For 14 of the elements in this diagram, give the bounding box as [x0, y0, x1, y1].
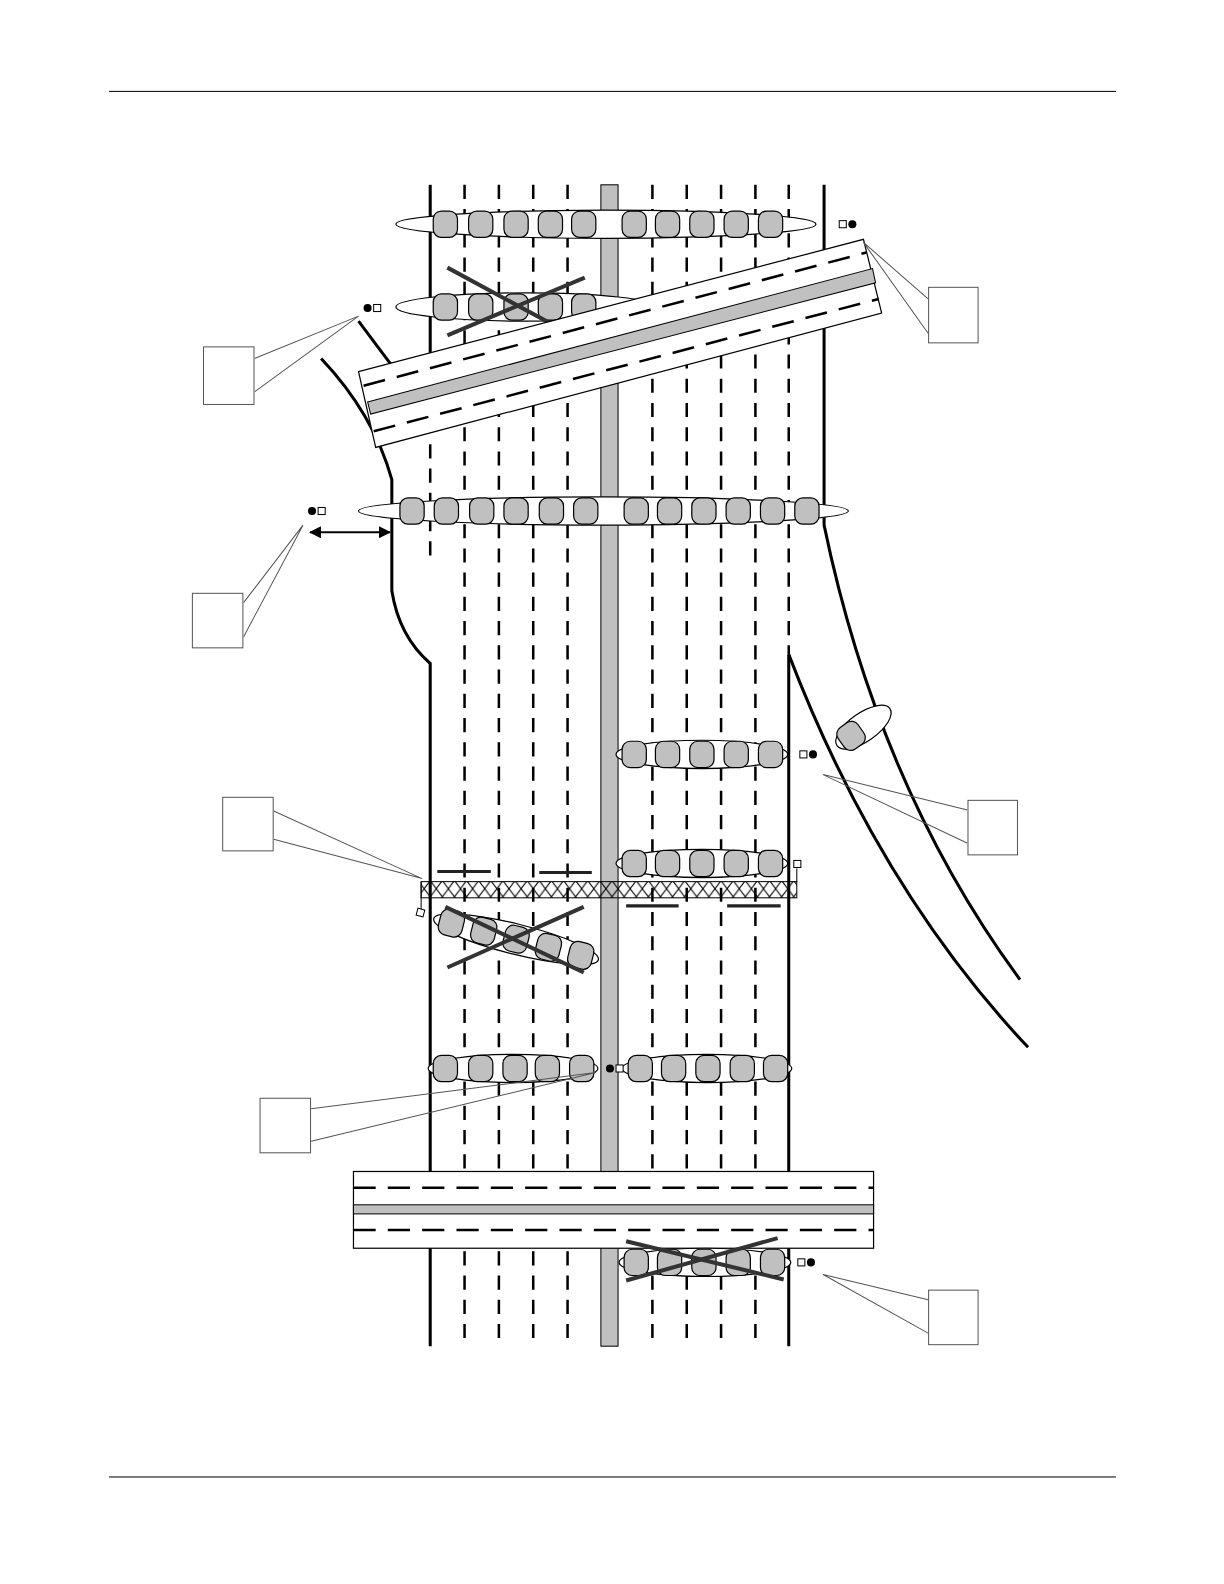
callout-box	[259, 1097, 312, 1154]
leader-line	[310, 1072, 597, 1142]
leader-line	[822, 774, 968, 844]
callout-box	[203, 346, 255, 405]
callout-box	[928, 1289, 979, 1346]
callout-box	[967, 799, 1018, 856]
leader-line	[254, 315, 359, 393]
leader-line	[862, 241, 929, 334]
callout-box	[928, 286, 979, 344]
leader-line	[822, 1274, 929, 1334]
callout-box	[222, 796, 274, 852]
leader-line	[273, 810, 423, 880]
callout-box	[191, 592, 244, 649]
leader-line	[242, 524, 304, 638]
